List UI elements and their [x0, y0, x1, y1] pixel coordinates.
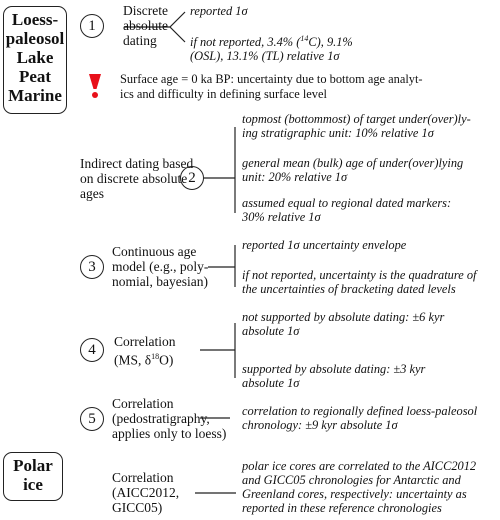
- terrestrial-line: Peat: [18, 67, 52, 86]
- uncertainty-3-a: reported 1σ uncertainty envelope: [242, 238, 407, 252]
- uncertainty-5-a: correlation to regionally defined loess-…: [242, 404, 478, 432]
- terrestrial-line: Loess-: [11, 10, 59, 29]
- uncertainty-1-a: reported 1σ: [190, 4, 248, 18]
- polar-line: ice: [23, 475, 43, 494]
- uncertainty-polar: polar ice cores are correlated to the AI…: [242, 459, 477, 515]
- uncertainty-2-c: assumed equal to regional dated markers:…: [242, 196, 452, 224]
- uncertainty-2-b: general mean (bulk) age of under(over)ly…: [242, 156, 464, 184]
- method-label-3: Continuous age model (e.g., poly- nomial…: [112, 244, 209, 289]
- surface-age-note: Surface age = 0 ka BP: uncertainty due t…: [120, 72, 423, 101]
- terrestrial-line: paleosol: [5, 29, 65, 48]
- method-number-4: 4: [80, 338, 104, 362]
- method-number-5: 5: [80, 407, 104, 431]
- method-label-polar: Correlation (AICC2012, GICC05): [112, 470, 180, 515]
- uncertainty-1-b: if not reported, 3.4% (14C), 9.1% (OSL),…: [190, 34, 353, 64]
- exclamation-icon: [88, 74, 102, 100]
- connector-1-bracket: [169, 11, 186, 43]
- uncertainty-4-a: not supported by absolute dating: ±6 kyr…: [242, 310, 445, 338]
- uncertainty-3-b: if not reported, uncertainty is the quad…: [242, 268, 477, 296]
- method-label-4: Correlation (MS, δ18O): [114, 334, 176, 368]
- method-number-3: 3: [80, 255, 104, 279]
- method-label-5: Correlation (pedostratigraphy, applies o…: [112, 396, 227, 441]
- uncertainty-4-b: supported by absolute dating: ±3 kyr abs…: [242, 362, 426, 390]
- method-label-1: Discrete absolute dating: [123, 3, 168, 48]
- method-number-1: 1: [80, 14, 104, 38]
- uncertainty-2-a: topmost (bottommost) of target under(ove…: [242, 112, 471, 140]
- polar-category-box: Polar ice: [3, 452, 63, 501]
- method-number-2: 2: [180, 166, 204, 190]
- terrestrial-line: Lake: [16, 48, 54, 67]
- polar-line: Polar: [13, 456, 53, 475]
- terrestrial-line: Marine: [8, 86, 62, 105]
- method-label-2: Indirect dating based on discrete absolu…: [80, 156, 194, 201]
- terrestrial-category-box: Loess- paleosol Lake Peat Marine: [3, 6, 67, 114]
